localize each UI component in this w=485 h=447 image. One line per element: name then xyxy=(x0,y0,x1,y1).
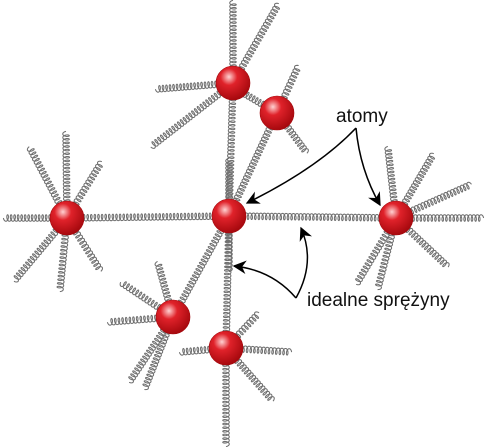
spring-bond-2 xyxy=(225,80,237,217)
atom-5 xyxy=(155,299,191,335)
atom-2 xyxy=(49,200,85,236)
spring-free-10 xyxy=(62,130,71,206)
spring-bond-5 xyxy=(222,215,233,351)
arrows-layer xyxy=(232,127,381,299)
atom-1 xyxy=(259,95,295,131)
spring-free-26 xyxy=(128,326,168,384)
spring-free-15 xyxy=(225,228,233,273)
spring-free-5 xyxy=(282,122,309,154)
springs-label: idealne sprężyny xyxy=(307,290,450,311)
spring-free-24 xyxy=(154,260,173,305)
spring-free-0 xyxy=(229,0,237,71)
atoms-layer xyxy=(49,65,414,366)
spring-free-3 xyxy=(237,2,281,74)
spring-free-12 xyxy=(71,228,104,272)
spring-free-4 xyxy=(279,64,301,103)
spring-free-32 xyxy=(238,345,293,356)
spring-free-31 xyxy=(232,356,275,402)
spring-free-21 xyxy=(374,229,396,291)
arrow-atoms-center xyxy=(245,127,357,204)
spring-free-17 xyxy=(384,145,399,206)
spring-free-22 xyxy=(403,225,450,268)
arrow-springs-horizontal xyxy=(295,226,313,299)
spring-free-20 xyxy=(355,227,392,286)
atom-0 xyxy=(215,65,251,101)
spring-free-19 xyxy=(407,181,472,216)
spring-free-27 xyxy=(142,327,171,391)
spring-free-13 xyxy=(56,230,70,293)
spring-free-2 xyxy=(150,88,224,149)
spring-free-16 xyxy=(408,214,485,222)
spring-free-1 xyxy=(154,80,221,93)
atom-4 xyxy=(378,200,414,236)
spring-free-9 xyxy=(13,225,61,283)
spring-bond-3 xyxy=(226,110,280,218)
atom-3 xyxy=(211,198,247,234)
spring-free-14 xyxy=(225,157,233,204)
spring-free-28 xyxy=(222,360,230,447)
atoms-label: atomy xyxy=(336,106,388,127)
arrow-atoms-right xyxy=(355,127,381,207)
spring-free-8 xyxy=(26,146,64,208)
spring-bond-1 xyxy=(64,212,230,222)
arrow-springs-vertical xyxy=(232,260,297,299)
spring-bond-4 xyxy=(170,214,232,320)
atom-6 xyxy=(208,330,244,366)
spring-free-18 xyxy=(400,152,436,209)
spring-free-23 xyxy=(106,314,161,326)
spring-free-7 xyxy=(2,214,55,222)
spring-free-25 xyxy=(119,281,164,312)
spring-free-29 xyxy=(178,345,214,356)
spring-bond-0 xyxy=(228,212,399,222)
spring-free-11 xyxy=(71,160,103,209)
